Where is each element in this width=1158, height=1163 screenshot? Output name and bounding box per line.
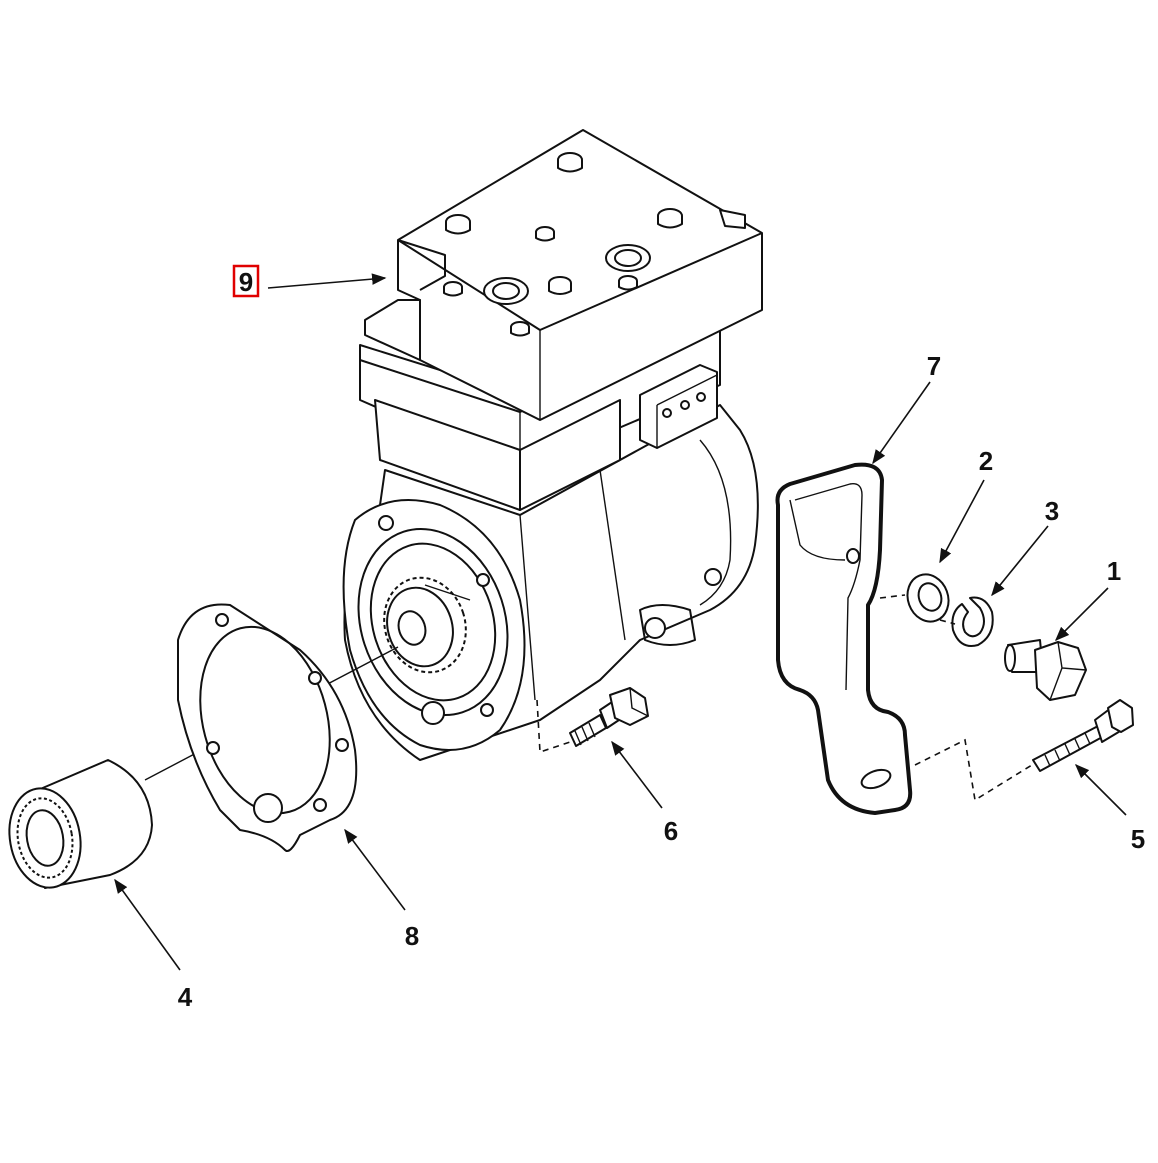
- flange-bolt: [1032, 699, 1134, 772]
- leader-arrows: [114, 273, 1127, 971]
- flat-washer: [906, 573, 950, 623]
- air-compressor-assembly: [342, 129, 763, 761]
- ports: [483, 244, 651, 305]
- callout-9: 9: [239, 267, 253, 297]
- callout-6: 6: [664, 816, 678, 846]
- callout-4: 4: [178, 982, 193, 1012]
- head-bolts: [443, 152, 683, 337]
- callout-5: 5: [1131, 824, 1145, 854]
- mounting-stud: [569, 687, 649, 747]
- callout-2: 2: [979, 446, 993, 476]
- flange-gasket: [177, 603, 358, 852]
- callout-7: 7: [927, 351, 941, 381]
- callout-labels: 1 2 3 4 5 6 7 8 9: [178, 264, 1145, 1012]
- hex-capscrew: [1004, 639, 1087, 701]
- callout-8: 8: [405, 921, 419, 951]
- callout-9-highlight-box: [232, 264, 260, 298]
- callout-3: 3: [1045, 496, 1059, 526]
- lock-washer: [951, 596, 994, 647]
- support-bracket: [775, 462, 913, 815]
- callout-1: 1: [1107, 556, 1121, 586]
- coupling-sleeve: [8, 759, 153, 889]
